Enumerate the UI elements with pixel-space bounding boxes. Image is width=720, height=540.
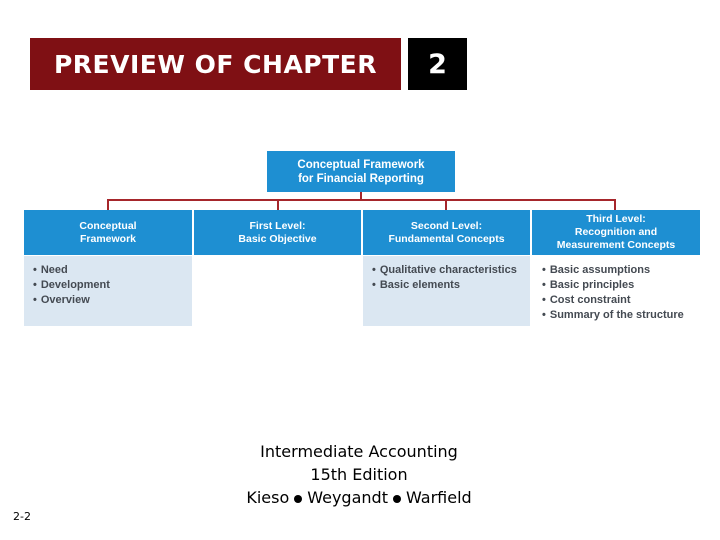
connector-horizontal-bar: [107, 199, 615, 201]
book-citation: Intermediate Accounting 15th Edition Kie…: [200, 440, 518, 509]
level-head-line2: Basic Objective: [238, 232, 317, 245]
connector-drop-2: [277, 199, 279, 210]
chapter-number: 2: [408, 38, 467, 90]
author-kieso: Kieso: [246, 488, 290, 507]
root-node-conceptual-framework: Conceptual Framework for Financial Repor…: [267, 151, 455, 192]
level-head-line1: First Level:: [249, 219, 306, 232]
root-node-line1: Conceptual Framework: [297, 158, 425, 171]
level-head-third-level: Third Level: Recognition and Measurement…: [532, 210, 700, 255]
connector-drop-4: [614, 199, 616, 210]
list-item: Cost constraint: [542, 293, 700, 308]
root-node-line2: for Financial Reporting: [298, 172, 424, 185]
list-item: Development: [33, 278, 192, 293]
list-item: Basic assumptions: [542, 263, 700, 278]
slide-number: 2-2: [13, 510, 31, 523]
author-warfield: Warfield: [405, 488, 472, 507]
level-head-first-level: First Level: Basic Objective: [194, 210, 361, 255]
list-item: Need: [33, 263, 192, 278]
list-item: Basic principles: [542, 278, 700, 293]
book-authors: Kieso Weygandt Warfield: [200, 486, 518, 509]
connector-root-stem: [360, 192, 362, 200]
book-edition: 15th Edition: [310, 465, 408, 484]
bullet-dot-icon: [392, 494, 401, 503]
level-head-line1: Third Level:: [586, 213, 646, 225]
level-head-conceptual-framework: Conceptual Framework: [24, 210, 192, 255]
level-head-line1: Conceptual: [79, 219, 137, 232]
list-item: Qualitative characteristics: [372, 263, 530, 278]
level-head-line2: Framework: [79, 232, 137, 245]
connector-drop-1: [107, 199, 109, 210]
level-body-second-level: Qualitative characteristics Basic elemen…: [363, 256, 530, 326]
list-item: Overview: [33, 293, 192, 308]
level-body-conceptual-framework: Need Development Overview: [24, 256, 192, 326]
author-weygandt: Weygandt: [307, 488, 388, 507]
book-title: Intermediate Accounting: [260, 442, 458, 461]
level-head-line3: Measurement Concepts: [556, 239, 676, 251]
level-body-third-level: Basic assumptions Basic principles Cost …: [532, 256, 700, 326]
chapter-preview-title: PREVIEW OF CHAPTER: [30, 38, 401, 90]
connector-drop-3: [445, 199, 447, 210]
level-head-line2: Recognition and: [574, 226, 658, 238]
level-head-line2: Fundamental Concepts: [388, 232, 505, 245]
level-head-second-level: Second Level: Fundamental Concepts: [363, 210, 530, 255]
level-head-line1: Second Level:: [410, 219, 483, 232]
list-item: Basic elements: [372, 278, 530, 293]
list-item: Summary of the structure: [542, 308, 700, 323]
bullet-dot-icon: [294, 494, 303, 503]
